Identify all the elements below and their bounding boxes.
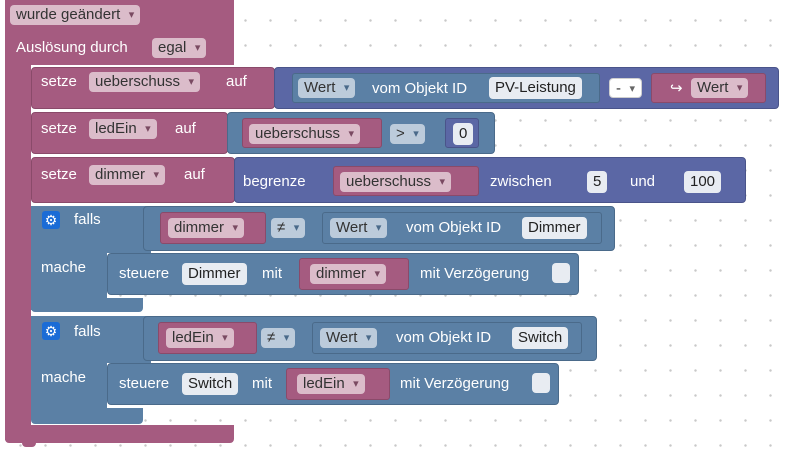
trigger-block-footer[interactable] [5,425,234,443]
condition-variable-dropdown[interactable]: ledEin [166,328,234,348]
to-label: auf [184,166,205,183]
delay-checkbox[interactable] [532,373,550,393]
control-object-id-field[interactable]: Dimmer [182,263,247,285]
object-id-field[interactable]: PV-Leistung [489,77,582,99]
of-object-label: vom Objekt ID [396,329,492,346]
condition-property-dropdown[interactable]: Wert [330,218,388,238]
trigger-cause-label: Auslösung durch [16,39,128,56]
control-object-id-field[interactable]: Switch [182,373,239,395]
set-variable-dropdown[interactable]: dimmer [89,165,166,185]
if-ledein-footer [31,408,143,424]
control-label: steuere [119,265,170,282]
condition-variable-dropdown[interactable]: dimmer [168,218,245,238]
trigger-block-spine[interactable] [5,0,31,440]
do-label: mache [41,259,87,276]
condition-object-id-field[interactable]: Switch [512,327,569,349]
compare-operator-dropdown[interactable]: > [390,124,425,144]
trigger-event-dropdown[interactable]: wurde geändert [10,5,141,25]
with-label: mit [252,375,272,392]
of-object-label: vom Objekt ID [406,219,502,236]
delay-label: mit Verzögerung [400,375,510,392]
condition-property-dropdown[interactable]: Wert [320,328,378,348]
gear-icon[interactable]: ⚙ [42,322,60,340]
set-variable-dropdown[interactable]: ueberschuss [89,72,201,92]
with-label: mit [262,265,282,282]
if-label: falls [74,211,101,228]
control-value-variable-dropdown[interactable]: ledEin [297,374,365,394]
and-label: und [630,173,656,190]
clamp-label: begrenze [243,173,306,190]
right-property-dropdown[interactable]: Wert [691,78,749,98]
to-label: auf [226,73,247,90]
operator-dropdown[interactable]: - [609,78,642,99]
condition-operator-dropdown[interactable]: ≠ [271,218,306,238]
gear-icon[interactable]: ⚙ [42,211,60,229]
compare-number-field[interactable]: 0 [453,123,474,145]
to-label: auf [175,120,196,137]
delay-checkbox[interactable] [552,263,570,283]
do-label: mache [41,369,87,386]
delay-label: mit Verzögerung [420,265,530,282]
set-variable-dropdown[interactable]: ledEin [89,119,157,139]
trigger-block-notch [22,440,36,447]
control-label: steuere [119,375,170,392]
if-dimmer-footer [31,298,143,312]
set-label: setze [41,166,77,183]
compare-left-variable-dropdown[interactable]: ueberschuss [249,124,361,144]
condition-object-id-field[interactable]: Dimmer [522,217,587,239]
trigger-cause-dropdown[interactable]: egal [152,38,207,58]
set-label: setze [41,73,77,90]
if-label: falls [74,323,101,340]
clamp-block[interactable] [234,157,746,203]
clamp-max-field[interactable]: 100 [684,171,722,193]
of-object-label: vom Objekt ID [372,80,468,97]
between-label: zwischen [490,173,552,190]
clamp-min-field[interactable]: 5 [587,171,608,193]
left-property-dropdown[interactable]: Wert [298,78,356,98]
set-label: setze [41,120,77,137]
previous-value-icon: ↪ [670,80,683,97]
control-value-variable-dropdown[interactable]: dimmer [310,264,387,284]
condition-operator-dropdown[interactable]: ≠ [261,328,296,348]
clamp-variable-dropdown[interactable]: ueberschuss [340,172,452,192]
